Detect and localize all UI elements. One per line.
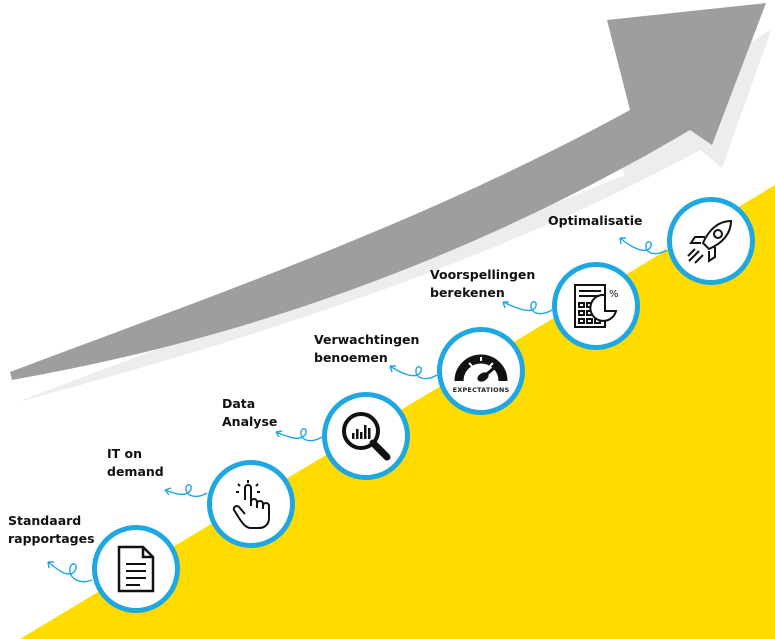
- step-label-standaard-rapportages: Standaard rapportages: [8, 512, 95, 548]
- gauge-caption: EXPECTATIONS: [452, 385, 510, 394]
- tap-hand-icon: [232, 480, 270, 529]
- step-label-optimalisatie: Optimalisatie: [548, 212, 642, 230]
- growth-arrow: [10, 3, 766, 380]
- label-line: Data: [222, 396, 256, 411]
- step-circle-1: [92, 525, 180, 613]
- label-line: benoemen: [314, 350, 388, 365]
- label-line: Analyse: [222, 414, 278, 429]
- label-line: berekenen: [430, 285, 505, 300]
- magnifier-chart-icon: [342, 412, 391, 461]
- label-line: Optimalisatie: [548, 213, 643, 228]
- label-line: Voorspellingen: [430, 267, 536, 282]
- rocket-icon: [687, 219, 733, 264]
- svg-text:%: %: [609, 289, 619, 300]
- label-line: Standaard: [8, 513, 82, 528]
- step-label-it-on-demand: IT on demand: [107, 445, 164, 481]
- calculator-pie-icon: %: [574, 284, 619, 328]
- label-line: rapportages: [8, 531, 95, 546]
- label-line: IT on: [107, 446, 143, 461]
- step-circle-6: [667, 197, 755, 285]
- label-line: demand: [107, 464, 164, 479]
- step-circle-4: EXPECTATIONS: [437, 327, 525, 415]
- connector-arrows: [47, 237, 668, 583]
- step-label-voorspellingen-berekenen: Voorspellingen berekenen: [430, 266, 535, 302]
- gauge-icon: [454, 354, 508, 382]
- step-circle-3: [322, 392, 410, 480]
- step-circle-5: %: [552, 262, 640, 350]
- label-line: Verwachtingen: [314, 332, 420, 347]
- step-circle-2: [207, 460, 295, 548]
- step-label-verwachtingen-benoemen: Verwachtingen benoemen: [314, 331, 419, 367]
- document-icon: [117, 545, 155, 593]
